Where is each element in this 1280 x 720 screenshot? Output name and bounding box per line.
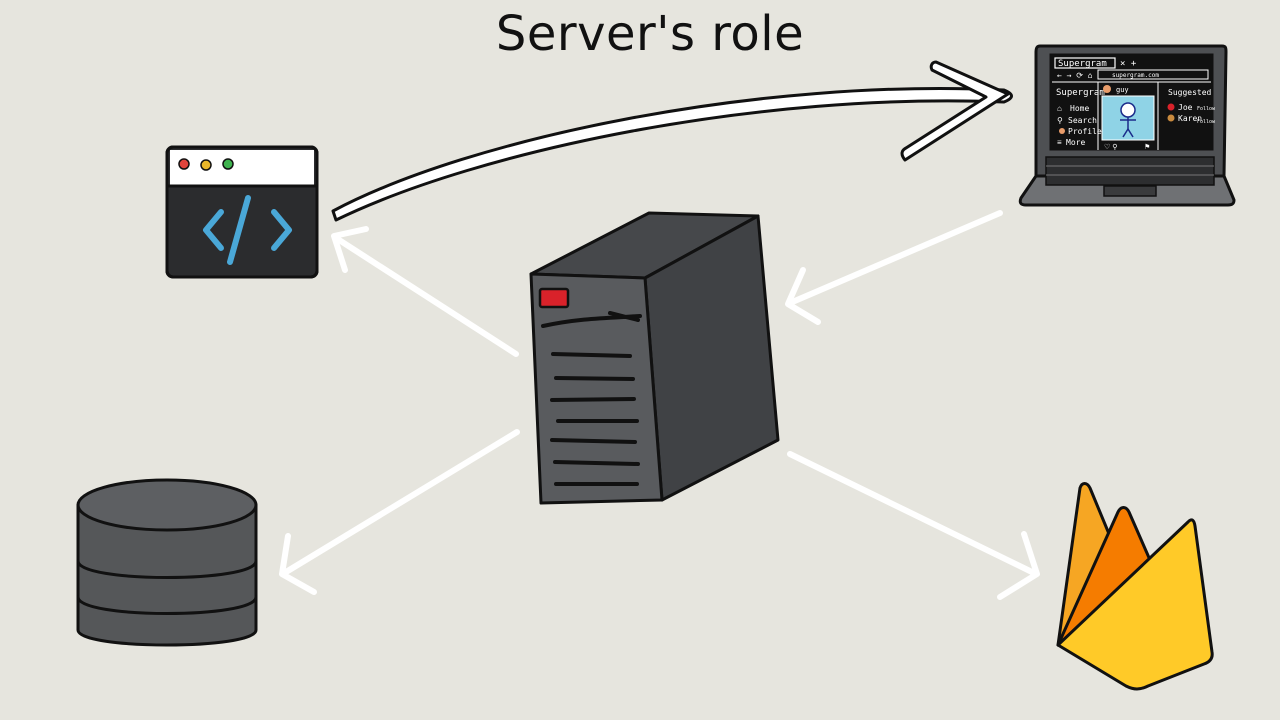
server-vent-lines — [550, 352, 640, 486]
server-power-led — [538, 287, 570, 309]
suggested-avatar-2 — [1167, 114, 1175, 122]
suggested-name-1: Joe — [1178, 103, 1193, 112]
search-icon: ⚲ — [1057, 116, 1063, 125]
diagram-title: Server's role — [495, 6, 805, 62]
arrow-client-to-server — [785, 210, 1003, 325]
arrow-server-to-firebase — [787, 451, 1040, 600]
suggested-title: Suggested — [1168, 88, 1212, 97]
post-avatar — [1103, 85, 1111, 93]
arrow-server-to-web-app — [331, 226, 519, 357]
app-brand: Supergram — [1056, 88, 1105, 98]
home-icon: ⌂ — [1057, 104, 1062, 113]
firebase-flame-icon — [1056, 482, 1214, 691]
code-window-icon — [165, 145, 319, 279]
nav-home: Home — [1070, 104, 1089, 113]
browser-tab-label: Supergram — [1058, 59, 1107, 69]
laptop-keyboard — [1045, 156, 1215, 197]
nav-profile: Profile — [1068, 127, 1102, 136]
profile-icon — [1059, 128, 1065, 134]
more-icon: ≡ — [1057, 138, 1062, 147]
suggested-name-2: Karen — [1178, 114, 1202, 123]
window-close-dot — [178, 158, 190, 170]
svg-text:♡ ⚲: ♡ ⚲ — [1104, 143, 1117, 151]
post-author: guy — [1116, 86, 1129, 94]
code-brackets-icon — [203, 195, 292, 265]
window-minimize-dot — [200, 159, 212, 171]
stick-figure-icon — [1120, 102, 1136, 138]
window-maximize-dot — [222, 158, 234, 170]
svg-text:← → ⟳ ⌂: ← → ⟳ ⌂ — [1057, 71, 1093, 80]
svg-text:⚑: ⚑ — [1144, 143, 1150, 151]
suggested-follow-1: Follow — [1197, 106, 1216, 112]
nav-search: Search — [1068, 116, 1097, 125]
svg-text:× +: × + — [1120, 59, 1137, 69]
curved-arrow-web-app-to-client — [331, 60, 1013, 222]
laptop-icon: Supergram × + ← → ⟳ ⌂ supergram.com Supe… — [1018, 44, 1236, 207]
server-tower-icon — [529, 211, 780, 505]
suggested-avatar-1 — [1167, 103, 1175, 111]
nav-more: More — [1066, 138, 1085, 147]
suggested-follow-2: Follow — [1197, 119, 1216, 125]
laptop-browser-screen: Supergram × + ← → ⟳ ⌂ supergram.com Supe… — [1052, 57, 1216, 151]
database-icon — [76, 478, 258, 647]
browser-url: supergram.com — [1112, 72, 1159, 79]
arrow-server-to-database — [279, 429, 520, 595]
